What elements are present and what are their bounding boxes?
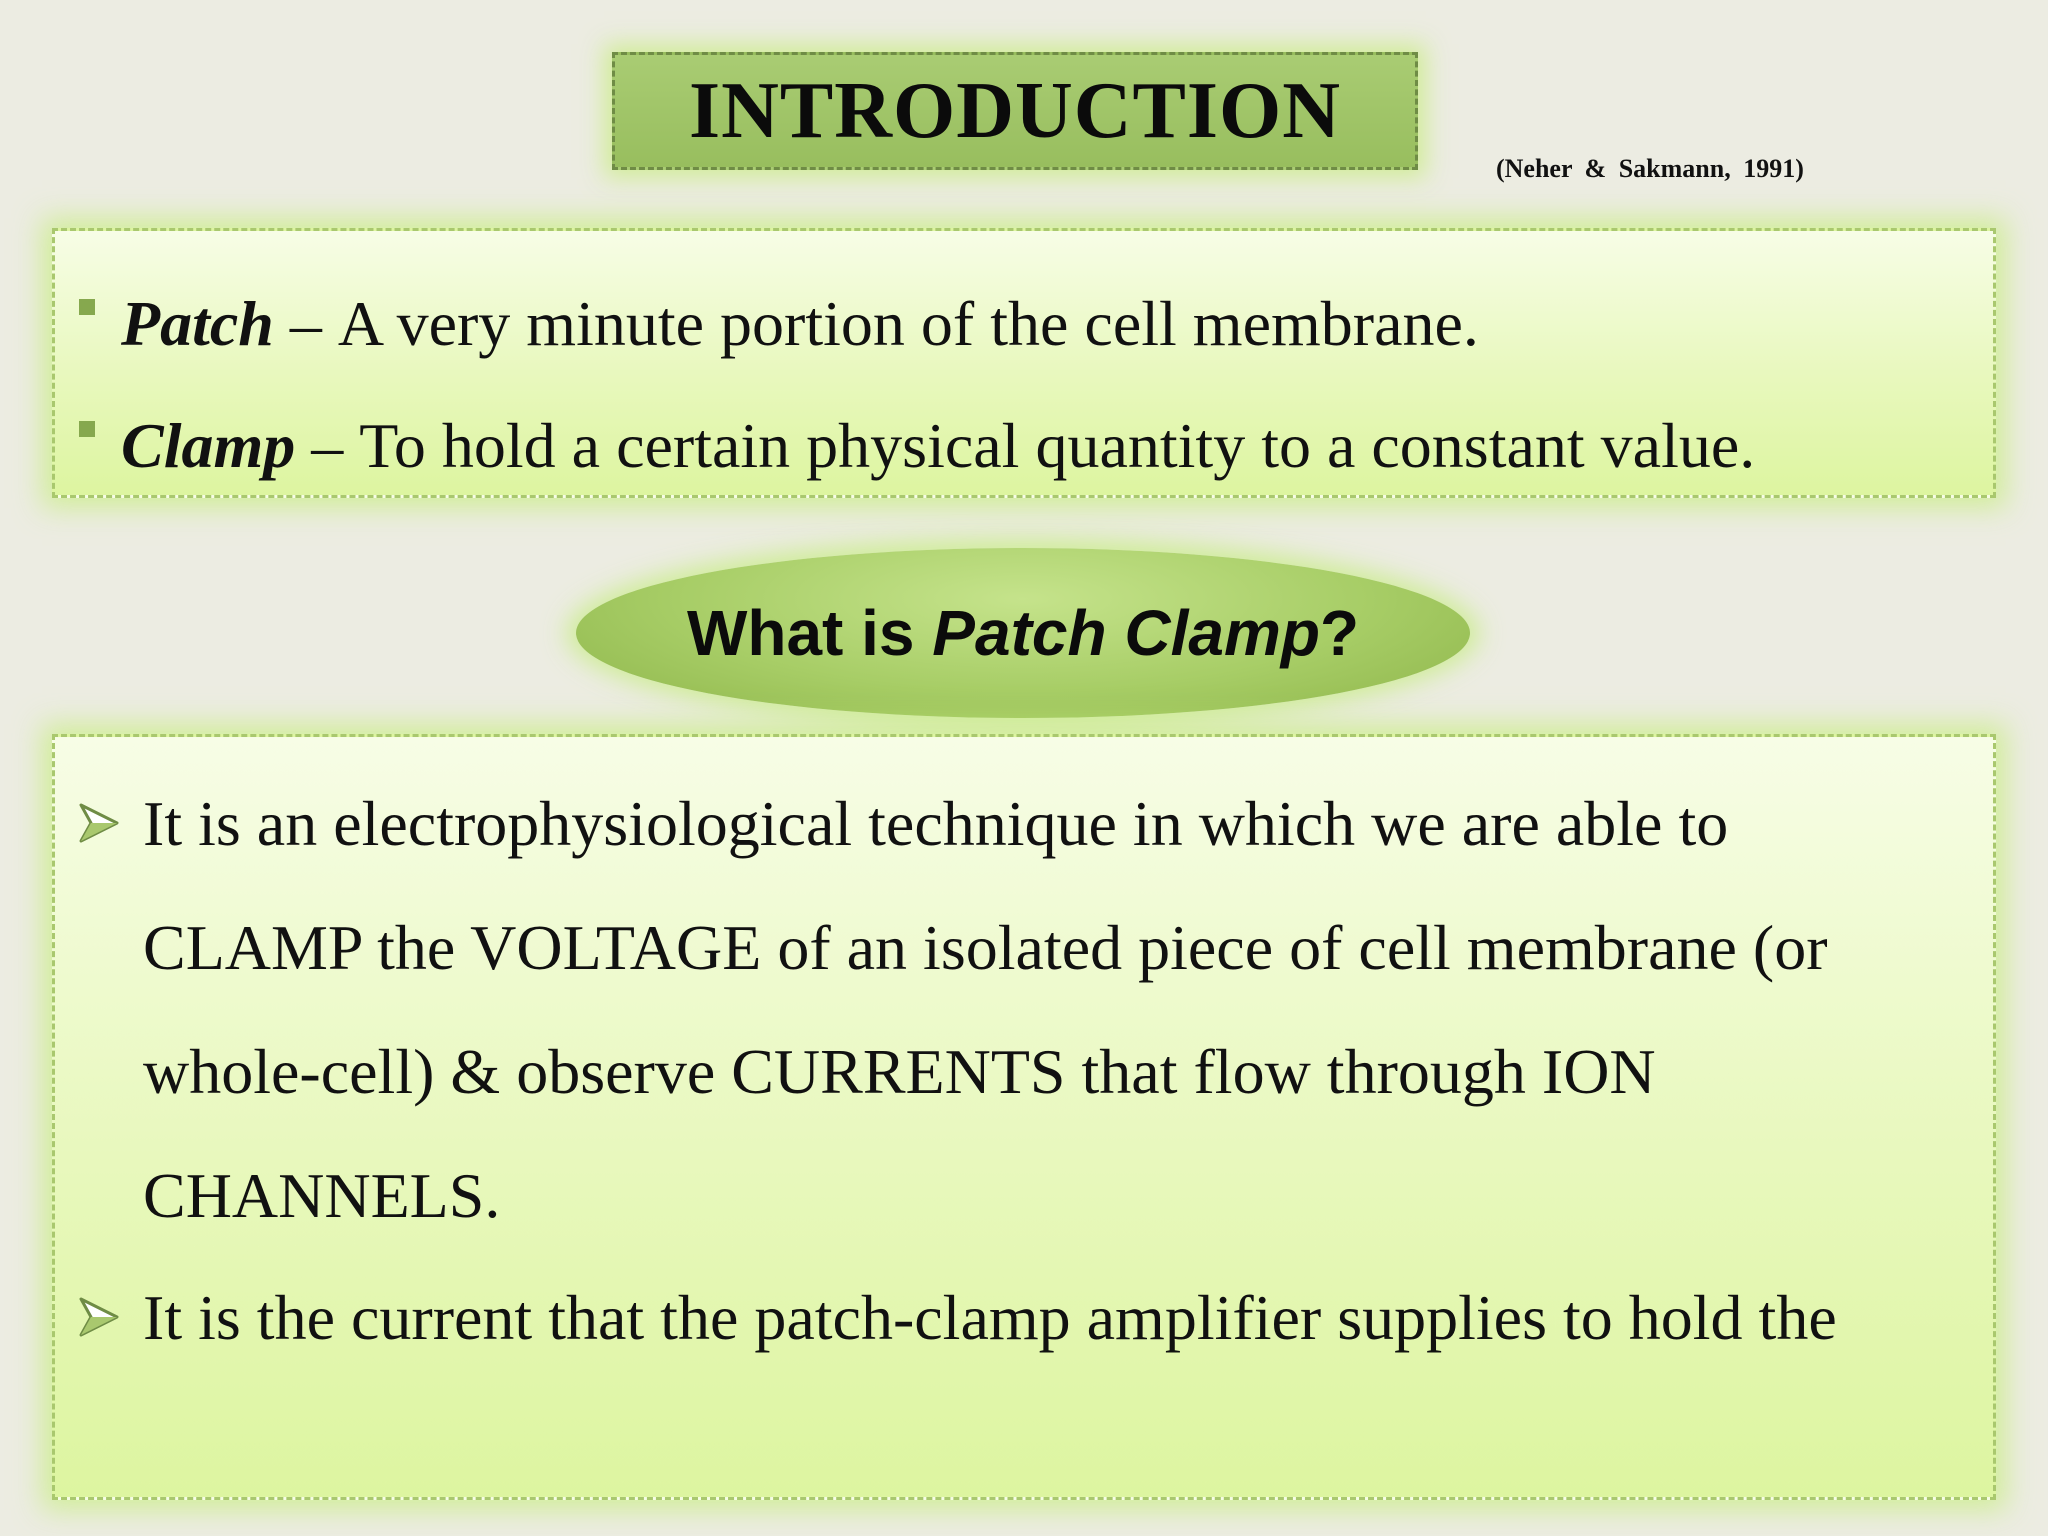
explanation-line: It is an electrophysiological technique … [143, 788, 1729, 859]
square-bullet-icon [79, 299, 95, 315]
square-bullet-icon [79, 421, 95, 437]
explanation-line: CHANNELS. [143, 1160, 501, 1231]
definition-item-clamp: Clamp – To hold a certain physical quant… [79, 409, 1755, 483]
arrow-bullet-icon [79, 1297, 119, 1337]
title-box: INTRODUCTION [612, 52, 1418, 170]
question-emphasis: Patch Clamp [932, 597, 1320, 669]
explanation-panel: It is an electrophysiological technique … [52, 734, 1996, 1500]
definition-term: Patch [121, 288, 274, 359]
definition-text: A very minute portion of the cell membra… [337, 288, 1479, 359]
question-oval: What is Patch Clamp? [576, 548, 1470, 718]
definition-term: Clamp [121, 410, 296, 481]
definition-item-patch: Patch – A very minute portion of the cel… [79, 287, 1479, 361]
citation: (Neher & Sakmann, 1991) [1496, 154, 1804, 183]
definition-text: To hold a certain physical quantity to a… [359, 410, 1756, 481]
question-heading: What is Patch Clamp? [687, 596, 1359, 670]
definition-separator: – [273, 288, 338, 359]
definition-separator: – [295, 410, 360, 481]
definitions-panel: Patch – A very minute portion of the cel… [52, 228, 1996, 498]
explanation-line: whole-cell) & observe CURRENTS that flow… [143, 1036, 1656, 1107]
explanation-line: It is the current that the patch-clamp a… [143, 1282, 1837, 1353]
slide-title: INTRODUCTION [688, 66, 1342, 155]
question-prefix: What is [686, 597, 933, 669]
arrow-bullet-icon [79, 803, 119, 843]
question-suffix: ? [1319, 597, 1360, 669]
explanation-line: CLAMP the VOLTAGE of an isolated piece o… [143, 912, 1828, 983]
